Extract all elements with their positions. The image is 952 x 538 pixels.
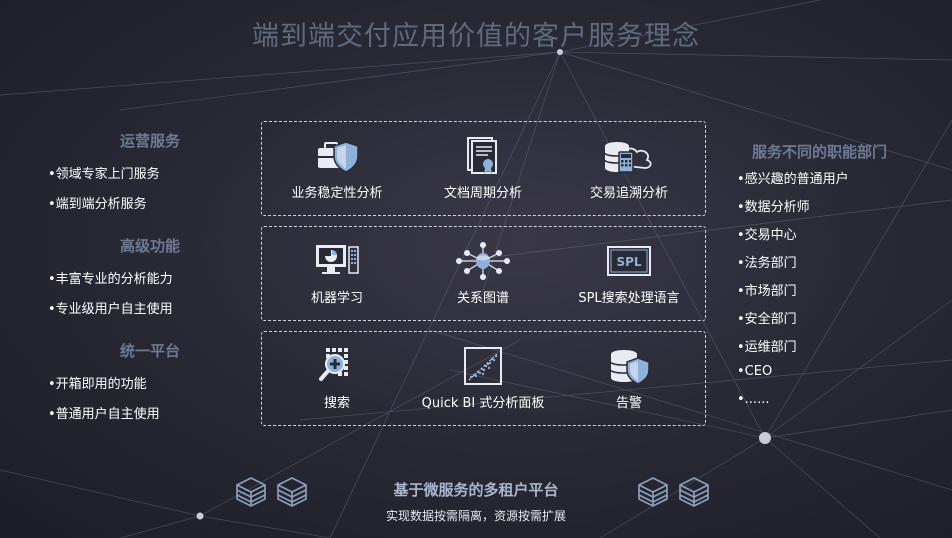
capability-spl-language: SPL SPL搜索处理语言 xyxy=(554,241,704,306)
capability-label: 业务稳定性分析 xyxy=(291,186,383,201)
spl-icon-text: SPL xyxy=(616,255,641,269)
list-item: •...... xyxy=(737,392,770,407)
capability-business-stability: 业务稳定性分析 xyxy=(262,136,412,201)
tenant-cube-icon xyxy=(236,477,266,507)
capability-label: 搜索 xyxy=(323,396,350,411)
list-item: •数据分析师 xyxy=(737,200,810,215)
list-item: •CEO xyxy=(737,364,773,379)
spl-box-icon: SPL xyxy=(607,246,651,276)
list-item: •丰富专业的分析能力 xyxy=(48,272,173,287)
tenant-cube-icon xyxy=(638,477,668,507)
group-heading-operations: 运营服务 xyxy=(120,132,181,150)
database-cloud-icon xyxy=(604,142,652,173)
capability-transaction-trace: 交易追溯分析 xyxy=(554,136,704,201)
capability-quick-bi: Quick BI 式分析面板 xyxy=(408,346,558,411)
tenant-cube-icon xyxy=(277,477,307,507)
list-item: •交易中心 xyxy=(737,228,797,243)
capability-panel-analysis: 业务稳定性分析 文档周期分析 交易追溯分析 xyxy=(261,121,706,216)
list-item: •感兴趣的普通用户 xyxy=(737,172,849,187)
list-item: •运维部门 xyxy=(737,340,797,355)
capability-document-lifecycle: 文档周期分析 xyxy=(408,136,558,201)
capability-label: Quick BI 式分析面板 xyxy=(421,396,545,411)
list-item: •安全部门 xyxy=(737,312,797,327)
monitor-chart-icon xyxy=(316,245,359,274)
capability-panel-intelligence: 机器学习 关系图谱 SPL SPL搜索处理语言 xyxy=(261,226,706,321)
capability-label: 文档周期分析 xyxy=(443,186,522,201)
capability-machine-learning: 机器学习 xyxy=(262,241,412,306)
capability-panel-tools: 搜索 Quick BI 式分析面板 告警 xyxy=(261,331,706,426)
scatter-chart-icon xyxy=(464,347,502,385)
capability-label: 交易追溯分析 xyxy=(589,186,668,201)
list-item: •领域专家上门服务 xyxy=(48,167,160,182)
capability-label: SPL搜索处理语言 xyxy=(578,291,680,306)
capability-alert: 告警 xyxy=(554,346,704,411)
platform-subtitle: 实现数据按需隔离，资源按需扩展 xyxy=(385,509,566,523)
tenant-cube-icon xyxy=(679,477,709,507)
list-item: •普通用户自主使用 xyxy=(48,407,160,422)
list-item: •端到端分析服务 xyxy=(48,197,147,212)
list-item: •专业级用户自主使用 xyxy=(48,302,173,317)
list-item: •开箱即用的功能 xyxy=(48,377,147,392)
group-heading-advanced: 高级功能 xyxy=(120,237,181,255)
capability-label: 机器学习 xyxy=(310,291,363,306)
document-certificate-icon xyxy=(467,137,497,174)
capability-search: 搜索 xyxy=(262,346,412,411)
network-graph-icon xyxy=(456,242,510,280)
capability-label: 告警 xyxy=(615,396,642,411)
capability-label: 关系图谱 xyxy=(456,291,509,306)
platform-title: 基于微服务的多租户平台 xyxy=(393,481,559,499)
list-item: •市场部门 xyxy=(737,284,797,299)
capability-relation-graph: 关系图谱 xyxy=(408,241,558,306)
departments-heading: 服务不同的职能部门 xyxy=(752,143,888,161)
page-title: 端到端交付应用价值的客户服务理念 xyxy=(252,21,700,52)
magnifier-grid-icon xyxy=(319,348,348,381)
briefcase-shield-icon xyxy=(318,141,359,173)
group-heading-platform: 统一平台 xyxy=(120,342,181,360)
database-shield-icon xyxy=(610,350,650,385)
list-item: •法务部门 xyxy=(737,256,797,271)
